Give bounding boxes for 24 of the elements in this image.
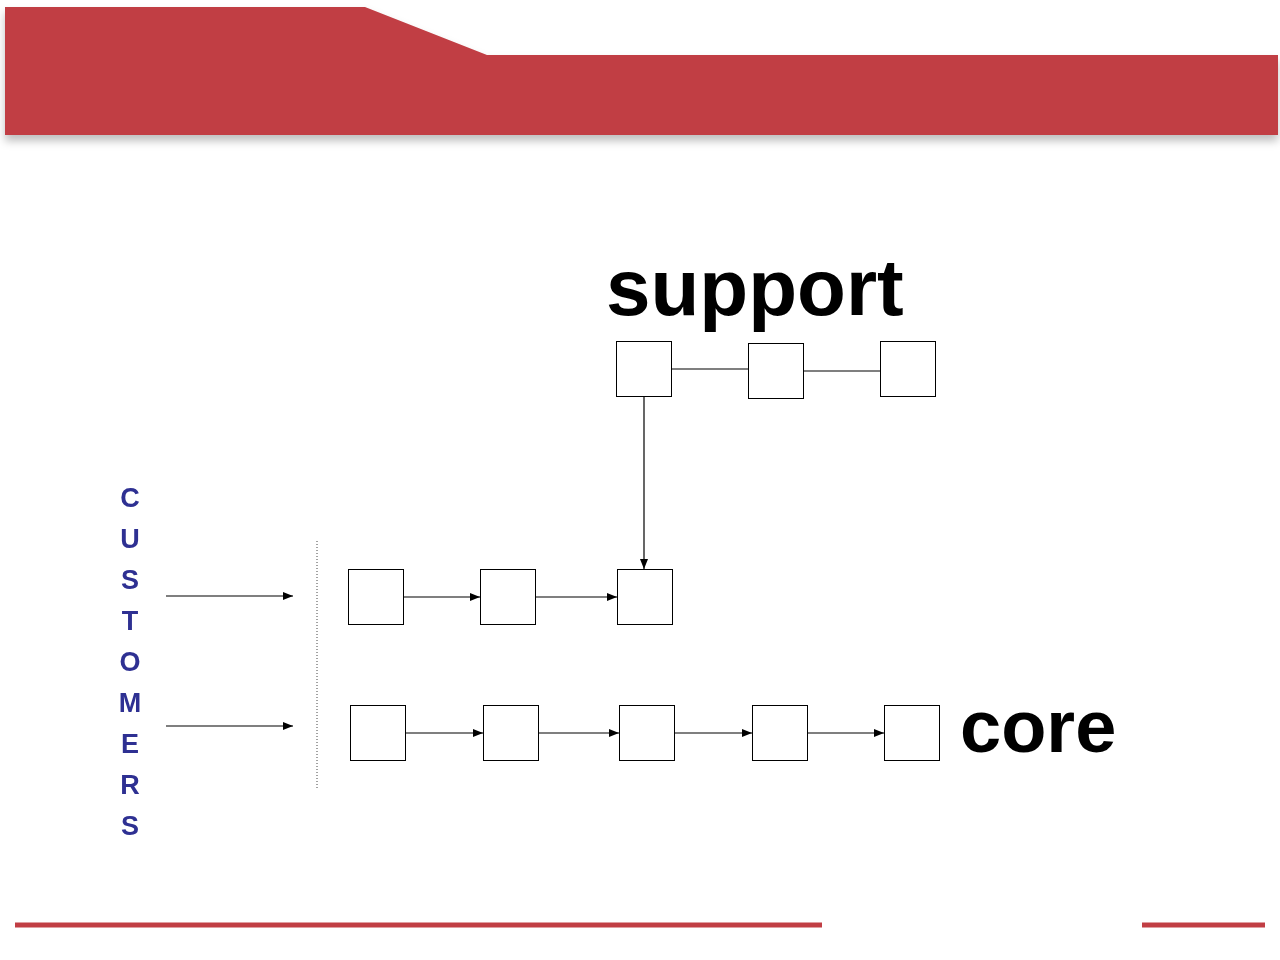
arrow bbox=[538, 729, 620, 737]
process-box bbox=[880, 341, 936, 397]
heading-label: core bbox=[960, 690, 1117, 764]
arrow bbox=[674, 729, 753, 737]
process-box bbox=[752, 705, 808, 761]
process-box bbox=[619, 705, 675, 761]
process-box bbox=[884, 705, 940, 761]
process-box bbox=[617, 569, 673, 625]
arrow bbox=[640, 396, 648, 570]
process-box bbox=[616, 341, 672, 397]
connector-line bbox=[671, 368, 749, 370]
arrow bbox=[807, 729, 885, 737]
process-box bbox=[748, 343, 804, 399]
arrow bbox=[535, 593, 618, 601]
process-box bbox=[483, 705, 539, 761]
vertical-label: CUSTOMERS bbox=[117, 482, 143, 843]
process-box bbox=[350, 705, 406, 761]
arrow bbox=[165, 722, 294, 730]
arrow bbox=[165, 592, 294, 600]
arrow bbox=[403, 593, 481, 601]
process-box bbox=[348, 569, 404, 625]
arrow bbox=[405, 729, 484, 737]
process-box bbox=[480, 569, 536, 625]
connector-line bbox=[803, 370, 881, 372]
